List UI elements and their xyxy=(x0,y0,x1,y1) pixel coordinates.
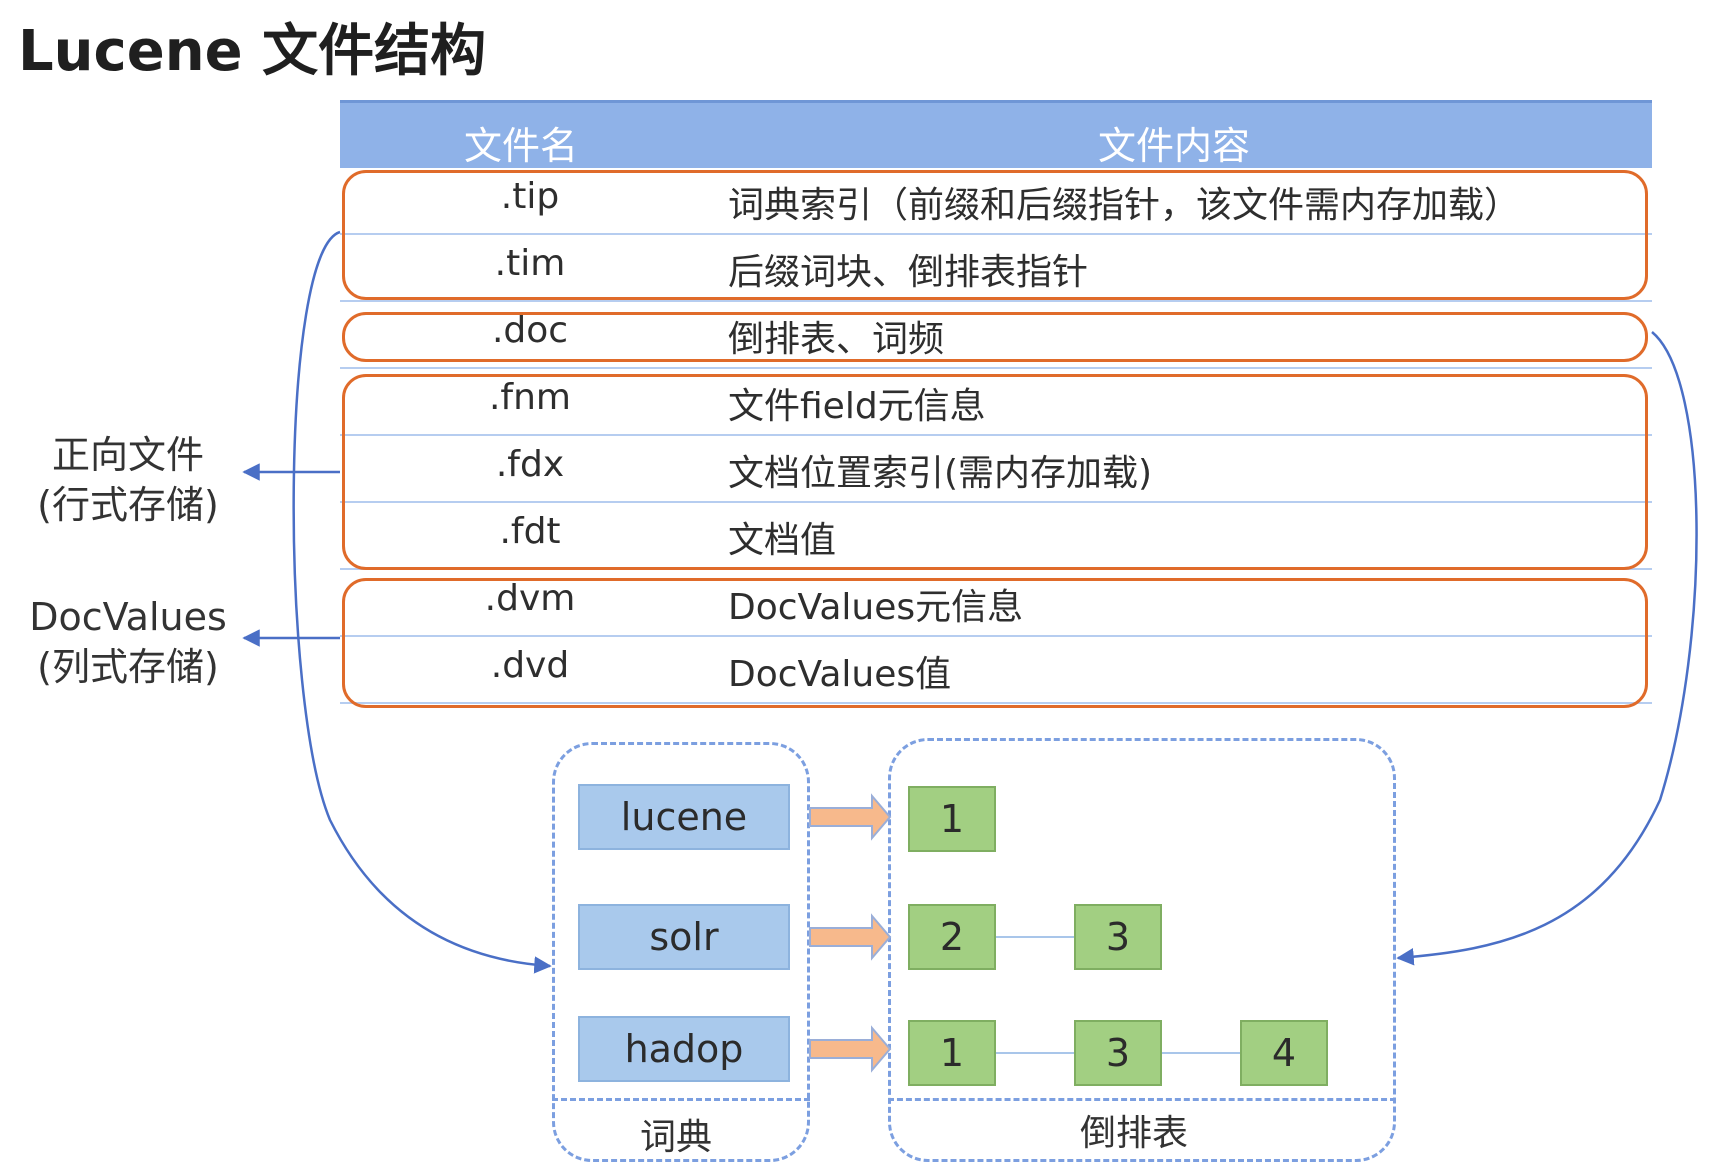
docvalues-label-line1: DocValues xyxy=(29,595,227,639)
connector-overlay xyxy=(242,230,1698,1073)
file-content-cell: 文档位置索引(需内存加载) xyxy=(728,453,1153,494)
posting-doc-id: 1 xyxy=(908,786,996,852)
doc-file-to-postings-arrow xyxy=(1396,331,1698,966)
page-title: Lucene 文件结构 xyxy=(18,19,487,84)
dictionary-term: hadop xyxy=(578,1016,790,1082)
table-header: 文件名 文件内容 xyxy=(340,100,1652,168)
term-index-group xyxy=(342,170,1648,300)
table-row: .fnm 文件field元信息 xyxy=(340,369,1652,436)
header-file-name: 文件名 xyxy=(464,124,579,168)
term-index-to-dictionary-arrow xyxy=(292,230,552,974)
dictionary-divider xyxy=(552,1098,810,1101)
file-name-cell: .tip xyxy=(500,176,560,217)
file-content-cell: DocValues元信息 xyxy=(728,587,1024,628)
table-row: .doc 倒排表、词频 xyxy=(340,302,1652,369)
file-content-cell: DocValues值 xyxy=(728,654,952,695)
file-content-cell: 文件field元信息 xyxy=(728,386,986,427)
file-name-cell: .fdt xyxy=(499,511,561,552)
dictionary-term: solr xyxy=(578,904,790,970)
file-name-cell: .fnm xyxy=(488,377,571,418)
postings-label: 倒排表 xyxy=(1080,1113,1189,1154)
table-row: .dvd DocValues值 xyxy=(340,637,1652,704)
docvalues-label-line2: (列式存储) xyxy=(37,645,219,689)
forward-file-label: 正向文件 (行式存储) xyxy=(8,430,248,530)
dictionary-label: 词典 xyxy=(640,1117,713,1158)
table-row: .fdx 文档位置索引(需内存加载) xyxy=(340,436,1652,503)
docvalues-label: DocValues (列式存储) xyxy=(8,592,248,692)
term-pointer-arrow xyxy=(809,1025,892,1073)
posting-doc-id: 4 xyxy=(1240,1020,1328,1086)
file-name-cell: .tim xyxy=(494,243,566,284)
header-file-content: 文件内容 xyxy=(1098,124,1251,168)
table-row: .tip 词典索引（前缀和后缀指针，该文件需内存加载） xyxy=(340,168,1652,235)
file-content-cell: 文档值 xyxy=(728,520,837,561)
table-row: .tim 后缀词块、倒排表指针 xyxy=(340,235,1652,302)
posting-doc-id: 2 xyxy=(908,904,996,970)
file-content-cell: 后缀词块、倒排表指针 xyxy=(728,252,1089,293)
posting-doc-id: 3 xyxy=(1074,904,1162,970)
term-pointer-arrow xyxy=(809,913,892,961)
table-row: .dvm DocValues元信息 xyxy=(340,570,1652,637)
stored-fields-group xyxy=(342,374,1648,570)
posting-doc-id: 3 xyxy=(1074,1020,1162,1086)
file-content-cell: 倒排表、词频 xyxy=(728,319,945,360)
file-name-cell: .dvd xyxy=(490,645,570,686)
term-pointer-arrow xyxy=(809,793,892,841)
postings-divider xyxy=(888,1098,1396,1101)
forward-file-label-line2: (行式存储) xyxy=(37,483,219,527)
docvalues-group xyxy=(342,578,1648,708)
file-name-cell: .dvm xyxy=(484,578,576,619)
dictionary-term: lucene xyxy=(578,784,790,850)
postings-file-group xyxy=(342,312,1648,362)
forward-file-label-line1: 正向文件 xyxy=(51,433,204,477)
file-name-cell: .fdx xyxy=(495,444,565,485)
file-table: 文件名 文件内容 .tip 词典索引（前缀和后缀指针，该文件需内存加载） .ti… xyxy=(340,100,1652,708)
file-content-cell: 词典索引（前缀和后缀指针，该文件需内存加载） xyxy=(728,185,1521,226)
posting-doc-id: 1 xyxy=(908,1020,996,1086)
file-name-cell: .doc xyxy=(491,310,569,351)
